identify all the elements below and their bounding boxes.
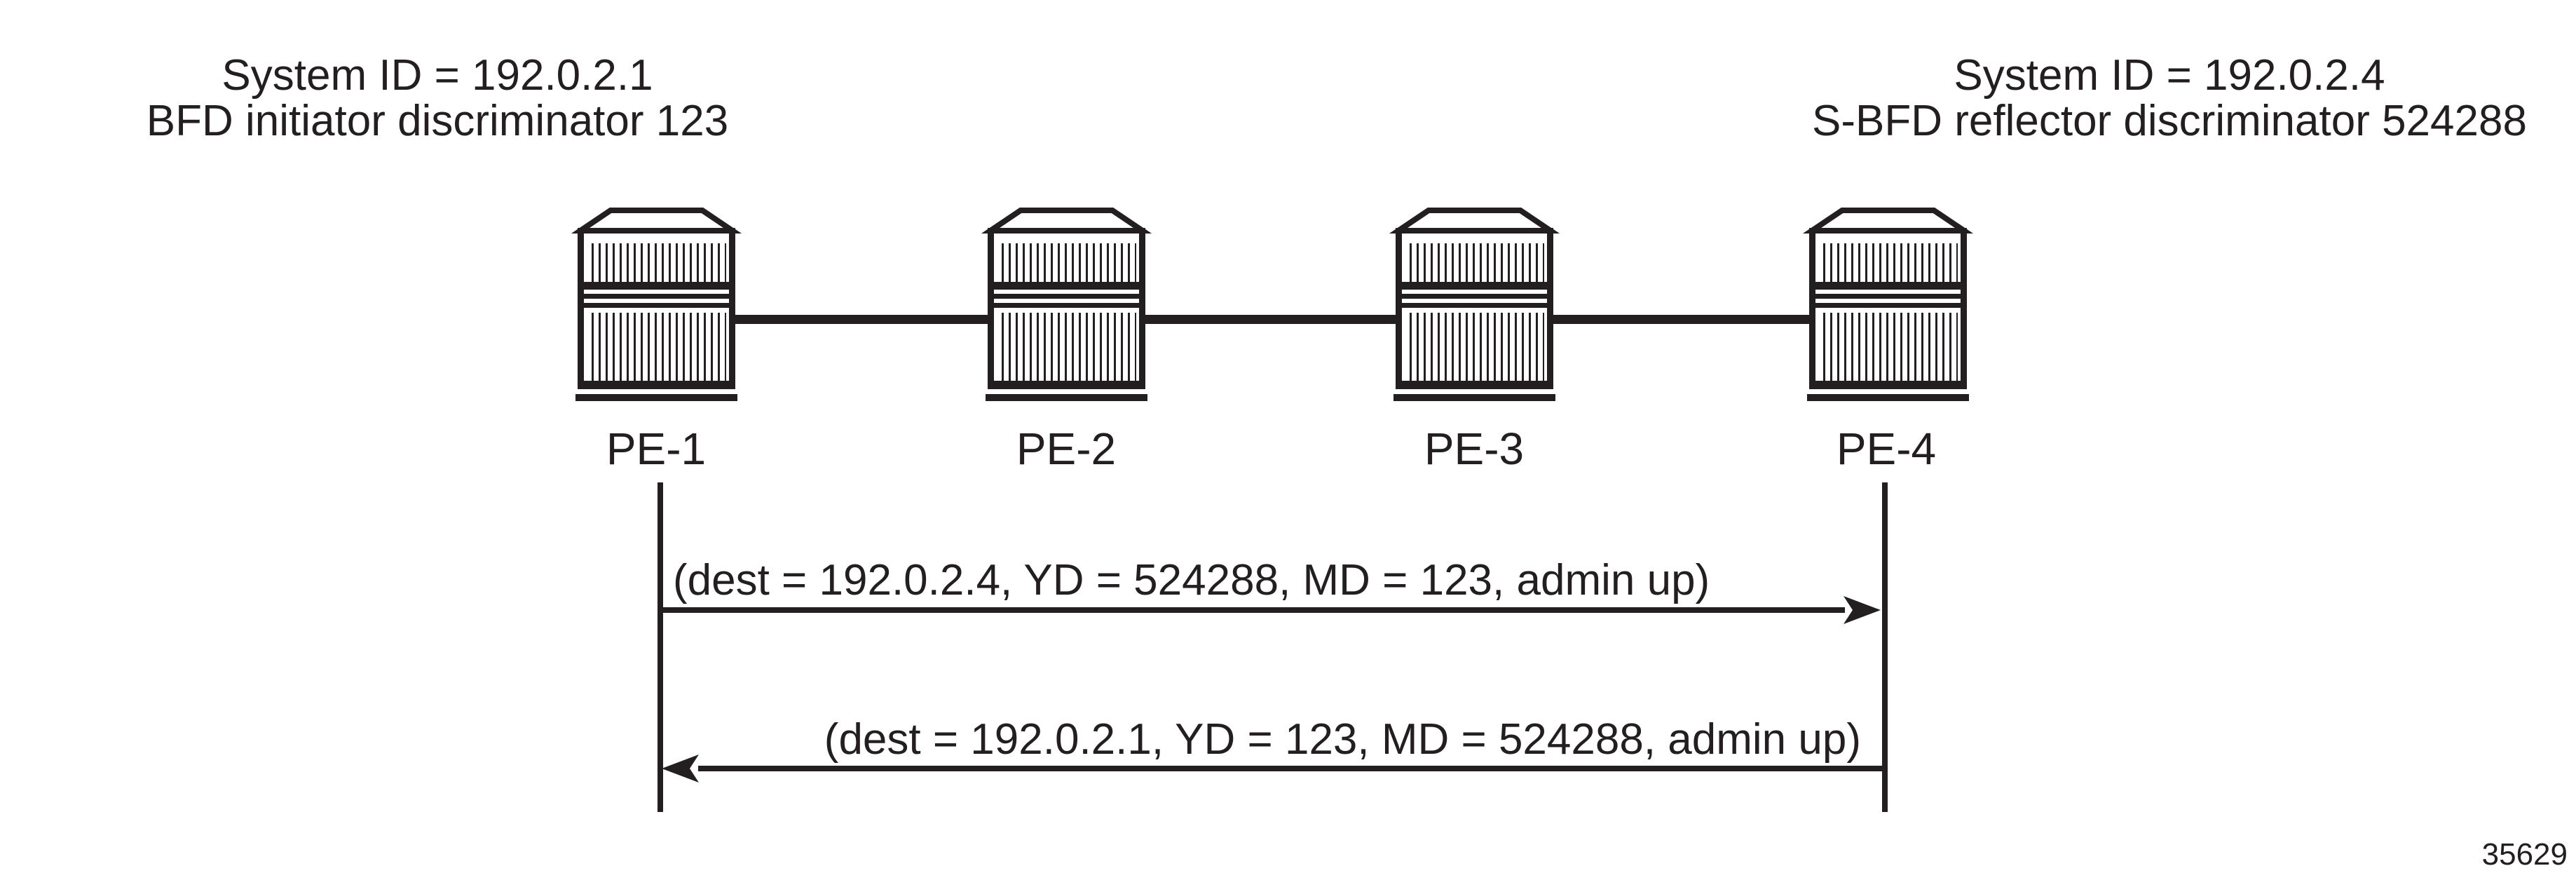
message-2-line bbox=[698, 766, 1885, 771]
figure-number: 35629 bbox=[2482, 837, 2568, 872]
annotation-left-line2: BFD initiator discriminator 123 bbox=[146, 97, 728, 145]
node-label-pe2: PE-2 bbox=[1016, 424, 1116, 474]
annotation-left: System ID = 192.0.2.1 BFD initiator disc… bbox=[146, 51, 728, 145]
message-2-label: (dest = 192.0.2.1, YD = 123, MD = 524288… bbox=[824, 715, 1861, 764]
node-label-pe4: PE-4 bbox=[1836, 424, 1936, 474]
router-icon-pe4 bbox=[1807, 210, 1969, 401]
message-2: (dest = 192.0.2.1, YD = 123, MD = 524288… bbox=[662, 715, 1885, 783]
message-1-label: (dest = 192.0.2.4, YD = 524288, MD = 123… bbox=[673, 556, 1710, 604]
message-1-line bbox=[660, 607, 1845, 613]
arrowhead-right-icon bbox=[1844, 596, 1881, 624]
annotation-right-line2: S-BFD reflector discriminator 524288 bbox=[1812, 97, 2527, 145]
link-pe2-pe3 bbox=[1143, 315, 1401, 324]
message-1: (dest = 192.0.2.4, YD = 524288, MD = 123… bbox=[660, 556, 1881, 624]
annotation-left-line1: System ID = 192.0.2.1 bbox=[222, 51, 653, 100]
router-icon-pe1 bbox=[575, 210, 737, 401]
node-label-pe3: PE-3 bbox=[1424, 424, 1524, 474]
router-icon-pe2 bbox=[986, 210, 1147, 401]
link-pe1-pe2 bbox=[732, 315, 993, 324]
router-icon-pe3 bbox=[1393, 210, 1555, 401]
lifeline-pe4 bbox=[1882, 482, 1888, 812]
arrowhead-left-icon bbox=[662, 754, 699, 783]
lifeline-pe1 bbox=[657, 482, 663, 812]
annotation-right-line1: System ID = 192.0.2.4 bbox=[1954, 51, 2385, 100]
node-label-pe1: PE-1 bbox=[606, 424, 706, 474]
annotation-right: System ID = 192.0.2.4 S-BFD reflector di… bbox=[1812, 51, 2527, 145]
link-pe3-pe4 bbox=[1551, 315, 1815, 324]
